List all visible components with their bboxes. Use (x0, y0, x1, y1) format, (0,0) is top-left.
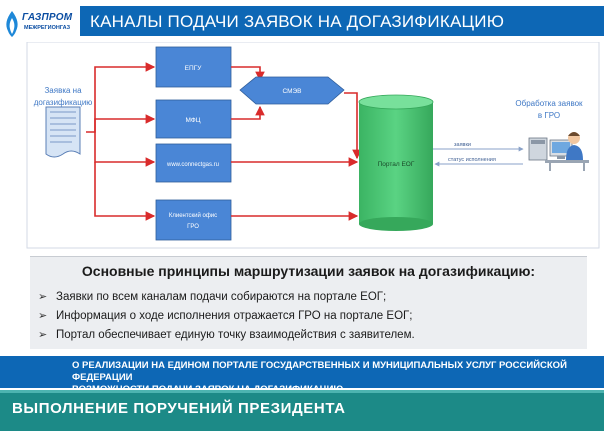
arrow-bullet-icon: ➢ (38, 291, 48, 303)
principle-text: Заявки по всем каналам подачи собираются… (56, 291, 387, 303)
processing-label-line2: в ГРО (538, 111, 560, 120)
logo-word: ГАЗПРОМ (22, 12, 73, 23)
principles-panel: Основные принципы маршрутизации заявок н… (30, 256, 587, 349)
subject-line-1: О РЕАЛИЗАЦИИ НА ЕДИНОМ ПОРТАЛЕ ГОСУДАРСТ… (72, 360, 567, 383)
gazprom-logo: ГАЗПРОМ МЕЖРЕГИОНГАЗ (2, 5, 74, 41)
footer-bar (0, 390, 604, 431)
smev-node (239, 76, 345, 105)
principles-list: ➢ Заявки по всем каналам подачи собираютс… (38, 288, 415, 345)
principle-text: Информация о ходе исполнения отражается … (56, 310, 413, 322)
site-label: www.connectgas.ru (166, 162, 219, 168)
arrow-bullet-icon: ➢ (38, 329, 48, 341)
diagram-frame (26, 42, 600, 249)
footer-accent-line (0, 390, 604, 393)
portal-cylinder (358, 94, 434, 231)
office-label-line1: Клиентский офис (169, 212, 217, 219)
page-title: КАНАЛЫ ПОДАЧИ ЗАЯВОК НА ДОГАЗИФИКАЦИЮ (90, 12, 505, 31)
principle-text: Портал обеспечивает единую точку взаимод… (56, 329, 415, 341)
mfc-label: МФЦ (185, 117, 200, 124)
footer-title: ВЫПОЛНЕНИЕ ПОРУЧЕНИЙ ПРЕЗИДЕНТА (12, 400, 346, 417)
routing-arrows (231, 66, 362, 221)
input-arrows (86, 62, 156, 221)
subject-band (0, 356, 604, 388)
principles-list-item: ➢ Заявки по всем каналам подачи собираютс… (38, 288, 415, 307)
title-bar (80, 6, 604, 36)
request-label-line1: Заявка на (44, 86, 82, 95)
header: ГАЗПРОМ МЕЖРЕГИОНГАЗ КАНАЛЫ ПОДАЧИ ЗАЯВО… (0, 0, 604, 44)
request-label-line2: догазификацию (34, 98, 93, 107)
operator-icon (528, 132, 589, 171)
processing-label-line1: Обработка заявок (515, 99, 583, 108)
channels-diagram: Заявка на догазификацию ЕПГУ МФЦ www.con… (26, 42, 600, 249)
requests-arrow-label: заявки (454, 142, 471, 148)
office-label-line2: ГРО (187, 224, 199, 230)
site-box (155, 143, 232, 183)
portal-label: Портал ЕОГ (378, 161, 415, 168)
epgu-label: ЕПГУ (185, 65, 203, 72)
principles-list-item: ➢ Портал обеспечивает единую точку взаимо… (38, 326, 415, 345)
smev-label: СМЭВ (282, 88, 301, 95)
mfc-box (155, 99, 232, 139)
status-arrow-label: статус исполнения (448, 157, 496, 163)
office-box (155, 199, 232, 241)
document-icon (45, 106, 81, 158)
principles-list-item: ➢ Информация о ходе исполнения отражается… (38, 307, 415, 326)
subject-line-2: ВОЗМОЖНОСТИ ПОДАЧИ ЗАЯВОК НА ДОГАЗИФИКАЦ… (72, 384, 597, 396)
principles-title: Основные принципы маршрутизации заявок н… (81, 263, 536, 279)
epgu-box (155, 46, 232, 88)
subject-text: О РЕАЛИЗАЦИИ НА ЕДИНОМ ПОРТАЛЕ ГОСУДАРСТ… (72, 360, 597, 396)
logo-subtitle: МЕЖРЕГИОНГАЗ (24, 25, 71, 31)
arrow-bullet-icon: ➢ (38, 310, 48, 322)
